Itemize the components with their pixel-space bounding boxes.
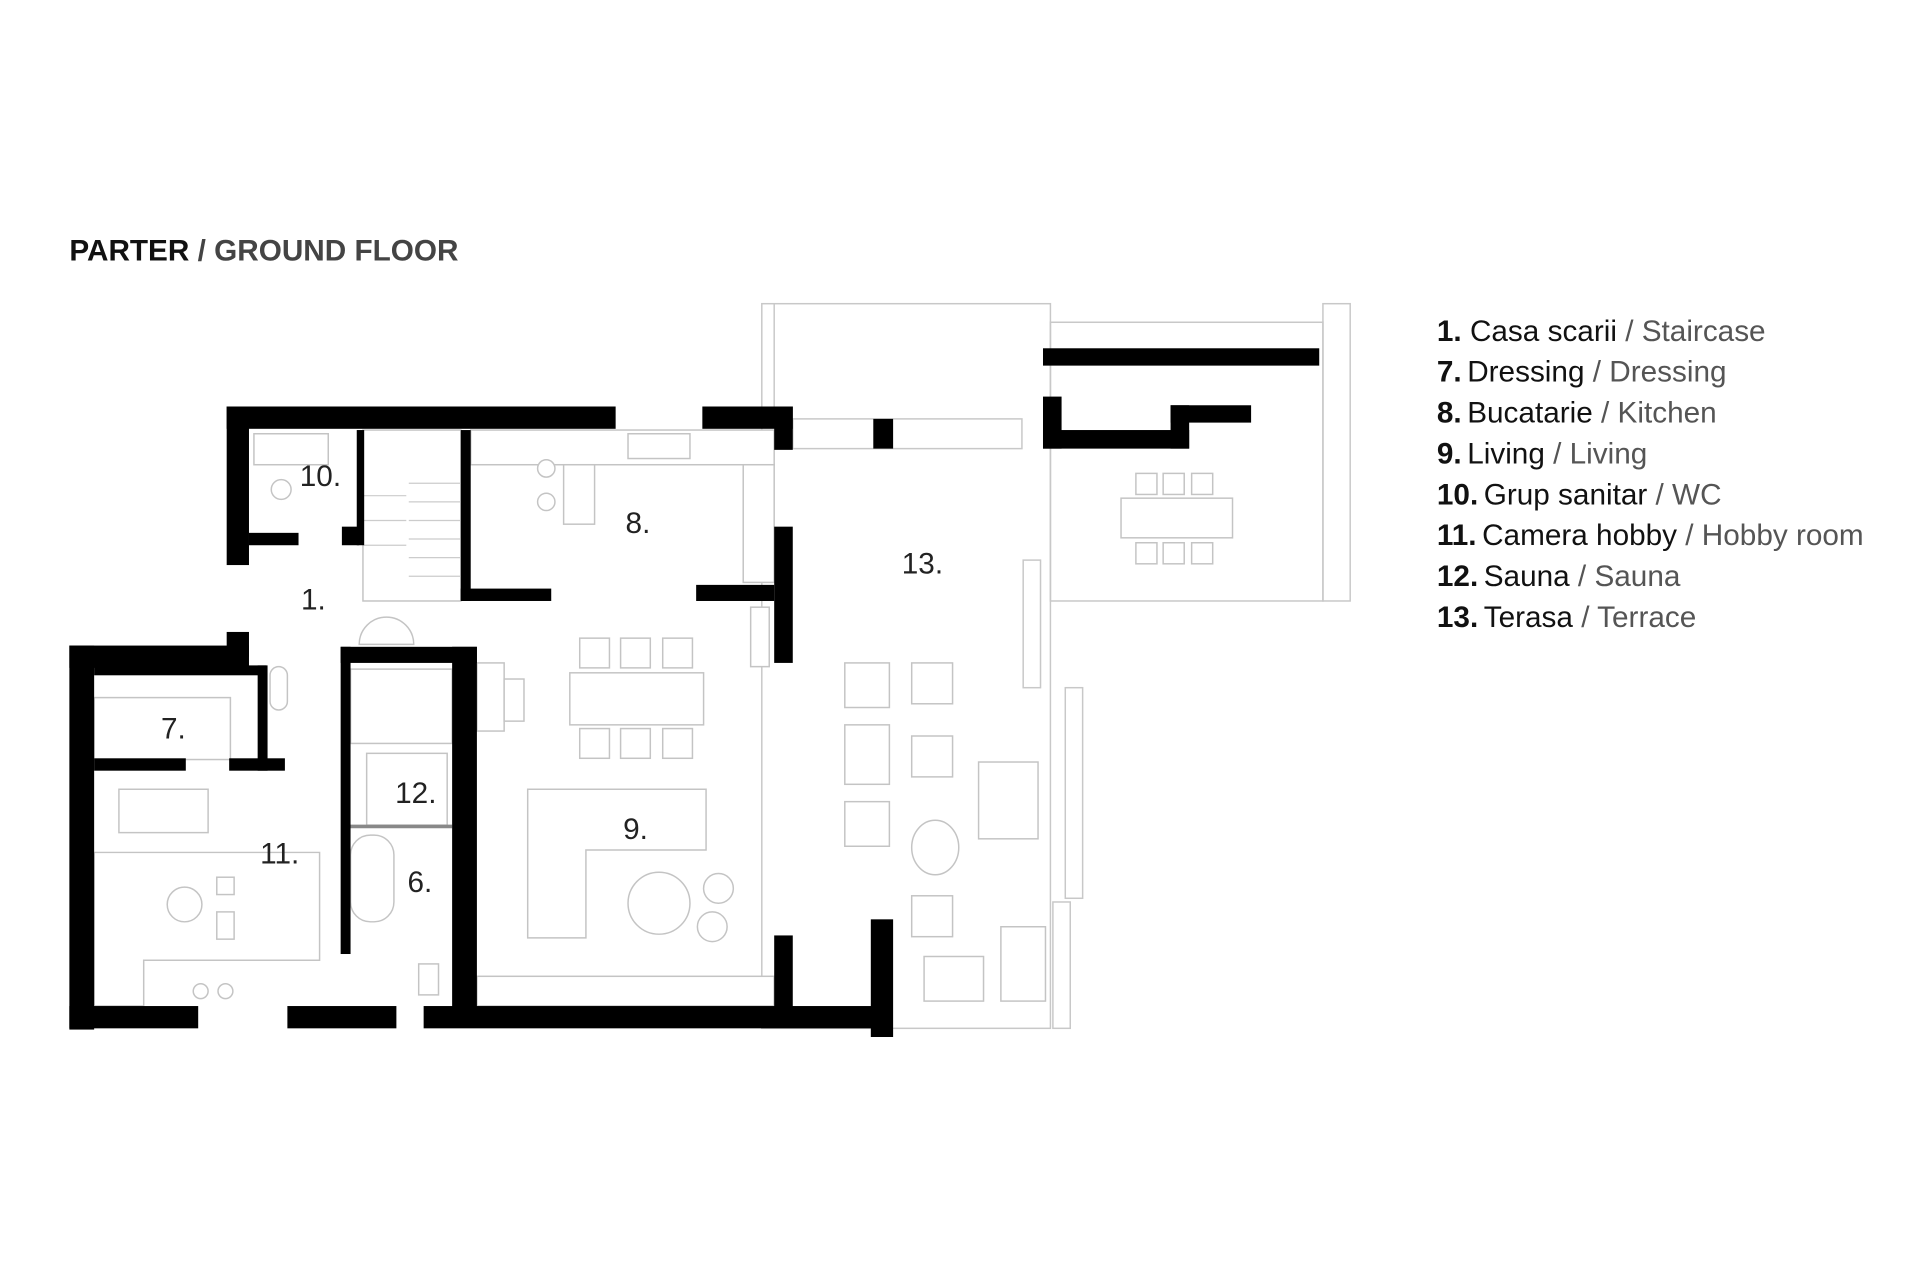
legend-item: 13. Terasa / Terrace <box>1437 601 1696 634</box>
room-label-8: 8. <box>626 507 651 540</box>
legend-item: 1. Casa scarii / Staircase <box>1437 315 1766 348</box>
legend: 1. Casa scarii / Staircase 7. Dressing /… <box>1437 315 1864 634</box>
title-ro: PARTER <box>69 234 189 267</box>
room-label-13: 13. <box>902 548 943 581</box>
room-label-7: 7. <box>161 712 186 745</box>
legend-item: 10. Grup sanitar / WC <box>1437 478 1722 511</box>
room-label-6: 6. <box>408 866 433 899</box>
legend-item: 7. Dressing / Dressing <box>1437 356 1727 389</box>
title-en: GROUND FLOOR <box>214 234 458 267</box>
title-separator: / <box>189 234 214 267</box>
furniture <box>93 429 1234 1007</box>
legend-item: 12. Sauna / Sauna <box>1437 560 1681 593</box>
room-label-10: 10. <box>300 460 341 493</box>
room-label-12: 12. <box>395 777 436 810</box>
legend-item: 9. Living / Living <box>1437 437 1647 470</box>
terrace-outline <box>761 302 1351 1030</box>
walls <box>69 348 1320 1038</box>
room-label-9: 9. <box>623 813 648 846</box>
room-label-11: 11. <box>260 838 299 871</box>
plan-title: PARTER / GROUND FLOOR <box>69 234 458 267</box>
room-label-1: 1. <box>301 584 326 617</box>
legend-item: 8. Bucatarie / Kitchen <box>1437 397 1717 430</box>
legend-item: 11. Camera hobby / Hobby room <box>1437 519 1864 552</box>
